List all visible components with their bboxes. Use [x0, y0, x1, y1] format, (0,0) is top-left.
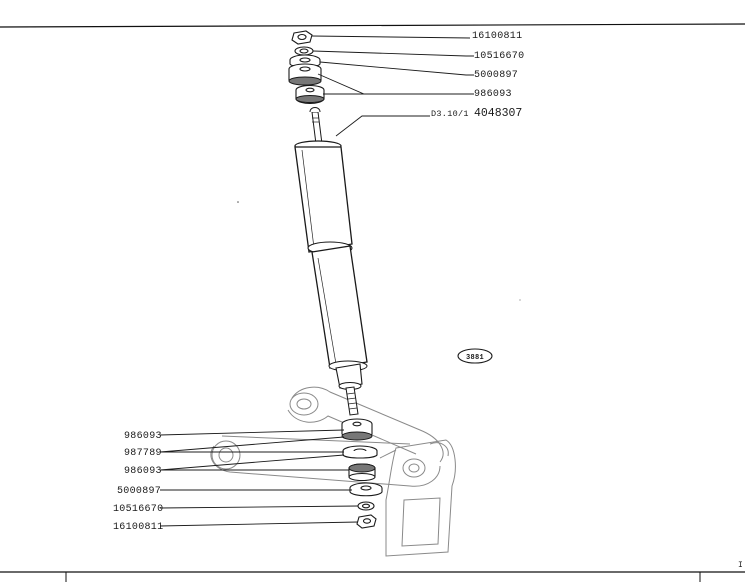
callout-bottom-3: 986093 [124, 466, 162, 477]
speck [237, 201, 239, 203]
top-border-line [0, 23, 745, 28]
footer-mark: I [738, 561, 743, 570]
leader-lines-top [311, 35, 474, 137]
callout-bottom-1: 986093 [124, 431, 162, 442]
lower-mount-parts [341, 418, 383, 529]
shock-absorber [294, 107, 368, 416]
figure-badge-text: 3881 [466, 354, 484, 362]
callout-top-1: 16100811 [472, 31, 522, 42]
lower-washer-large [342, 445, 378, 459]
callout-top-5-prefix: D3.10/1 [431, 109, 469, 119]
callout-bottom-6: 16100811 [113, 522, 163, 533]
callout-top-4: 986093 [474, 89, 512, 100]
upper-mount-parts [288, 30, 325, 105]
callout-bottom-2: 987789 [124, 448, 162, 459]
upper-bushing-b [295, 84, 325, 105]
callout-top-2: 10516670 [474, 51, 524, 62]
lower-nut [356, 514, 377, 529]
lower-cup [349, 482, 383, 497]
callout-bottom-5: 10516670 [113, 504, 163, 515]
upper-nut [291, 30, 313, 45]
callout-top-5: 4048307 [474, 107, 522, 120]
upper-washer [294, 46, 314, 56]
suspension-arm [210, 386, 456, 557]
lower-bushing-a [341, 418, 373, 441]
leader-lines-bottom [159, 429, 359, 527]
lower-washer-small [357, 501, 375, 511]
callout-bottom-4: 5000897 [117, 486, 161, 497]
callout-top-3: 5000897 [474, 70, 518, 81]
upper-bushing-a [288, 63, 322, 86]
figure-badge: 3881 [457, 348, 493, 364]
speck [519, 299, 521, 301]
lower-bushing-b [348, 463, 376, 482]
